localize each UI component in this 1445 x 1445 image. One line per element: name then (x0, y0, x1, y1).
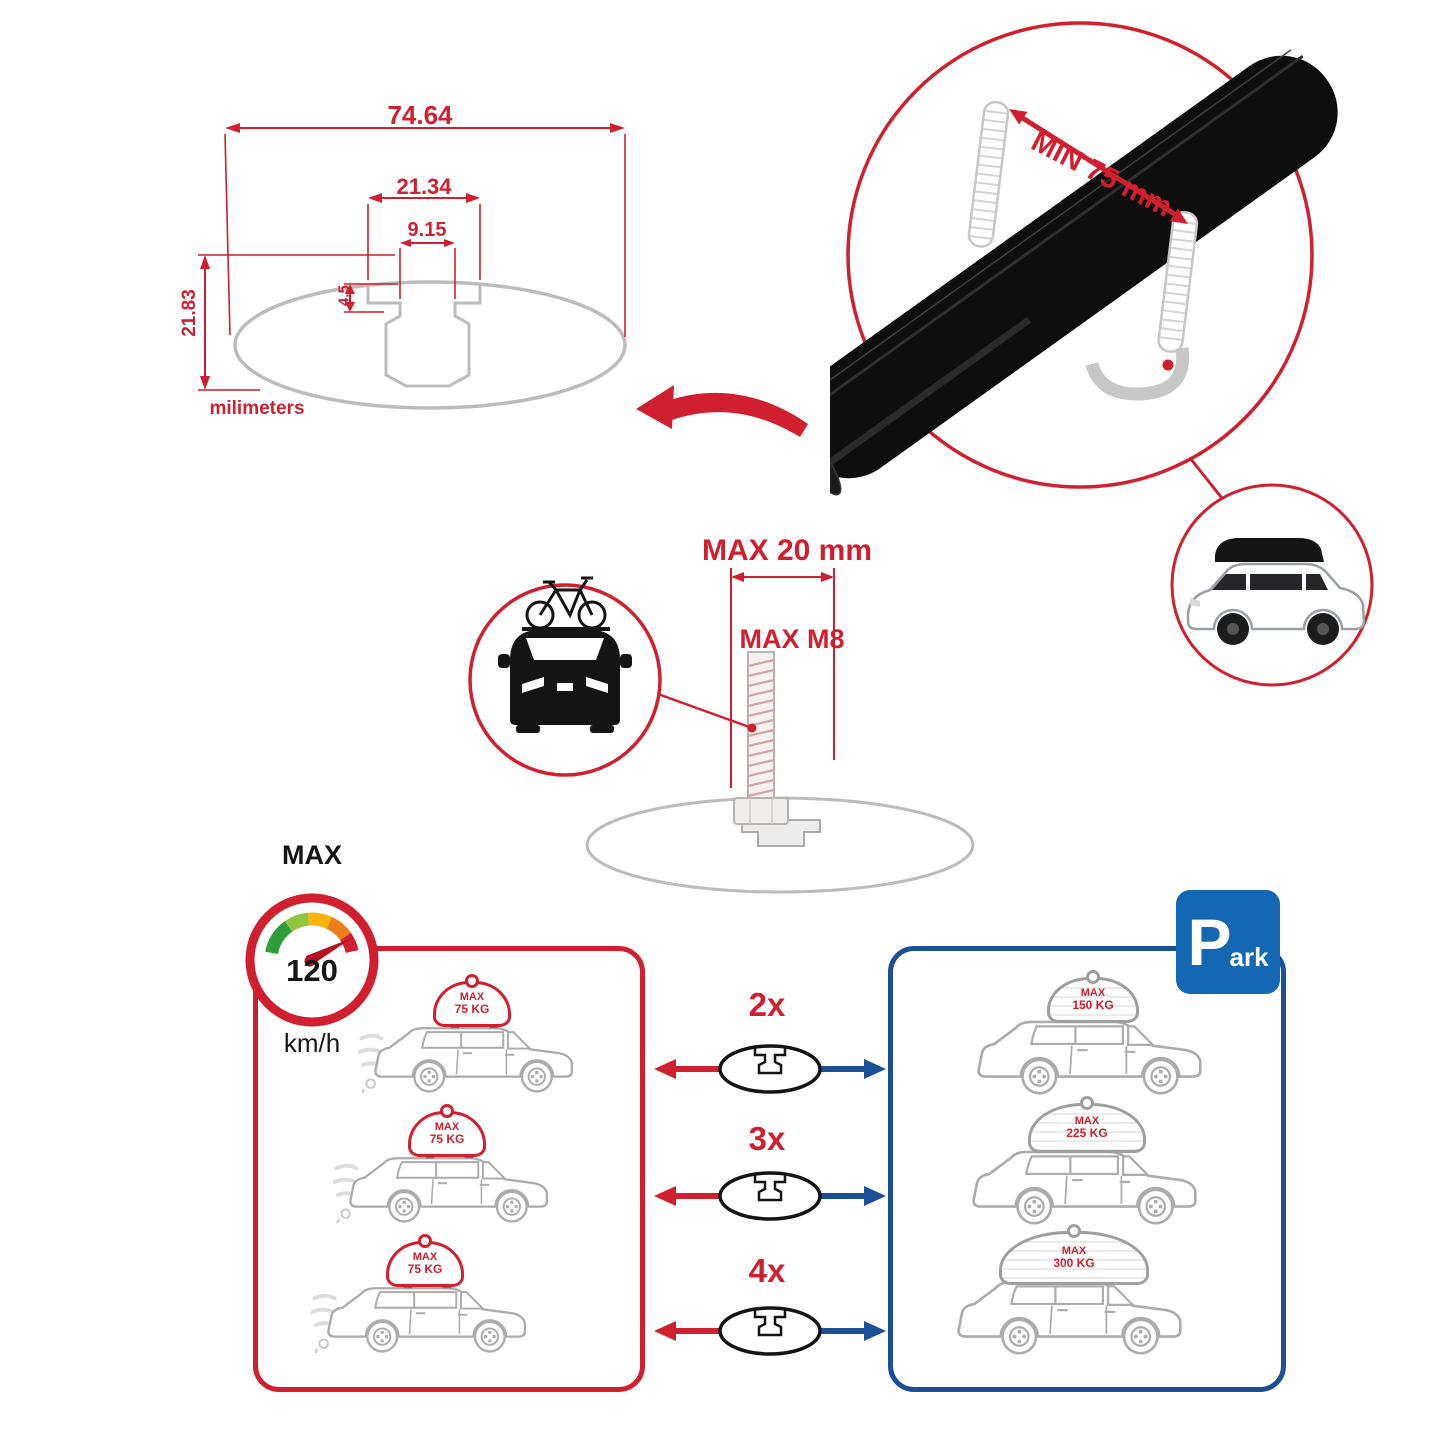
cargo-hook-icon (1067, 1224, 1081, 1238)
roof-cargo: MAX 225 KG (1028, 1096, 1146, 1153)
clamp-point-dot (1162, 359, 1174, 371)
multiplier-row-4x (654, 1306, 886, 1356)
cargo-weight-label: 300 KG (1053, 1256, 1095, 1271)
multiplier-count-3x: 3x (748, 1120, 786, 1157)
cargo-max-label: MAX (459, 990, 485, 1003)
speed-max-label: MAX (282, 840, 342, 870)
bolt-leader-line (657, 692, 753, 730)
parked-car-1: MAX 150 KG (955, 970, 1245, 1096)
cargo-max-label: MAX (434, 1120, 460, 1133)
multiplier-row-3x (654, 1171, 886, 1221)
multiplier-count-4x: 4x (748, 1252, 786, 1289)
clamp-detail-circle (830, 21, 1338, 503)
technical-drawing (198, 123, 627, 410)
crossbar-3d (830, 49, 1338, 496)
crossbar-section-icon (718, 1044, 822, 1094)
speed-value: 120 (286, 953, 338, 988)
crossbar-section-icon (718, 1171, 822, 1221)
profile-cross-section (233, 280, 627, 410)
suv-with-roofbox-icon (1186, 538, 1366, 645)
dimension-lines (198, 123, 626, 391)
cargo-max-label: MAX (1074, 1114, 1100, 1127)
cargo-hook-icon (418, 1234, 432, 1248)
dim-width-total-label: 74.64 (387, 100, 453, 130)
driving-car-2: MAX 75 KG (328, 1103, 588, 1228)
roof-cargo: MAX 300 KG (999, 1224, 1149, 1285)
profile-channel-right (427, 284, 482, 388)
dim-lip-depth-label: 4.5 (335, 285, 353, 306)
cargo-weight-label: 150 KG (1072, 998, 1114, 1013)
speedometer-gauge (245, 893, 379, 1027)
bolt-detail-section (468, 568, 975, 894)
min-width-arrow (1009, 109, 1188, 224)
cargo-max-label: MAX (412, 1250, 438, 1263)
driving-car-1: MAX 75 KG (353, 973, 613, 1098)
pointer-arrow-icon (636, 385, 808, 437)
cargo-hook-icon (1080, 1096, 1094, 1110)
units-label: milimeters (209, 398, 305, 419)
park-sign-suffix: ark (1229, 941, 1269, 972)
t-slot-nut (741, 819, 821, 847)
park-sign: P ark (1176, 890, 1280, 994)
dim-slot-width-label: 9.15 (407, 219, 447, 241)
cargo-hook-icon (465, 974, 479, 988)
speedometer-icon (240, 888, 385, 1033)
u-bolt-loop (1085, 347, 1190, 401)
speed-units: km/h (283, 1028, 341, 1058)
roof-cargo: MAX 150 KG (1047, 970, 1139, 1023)
cargo-max-label: MAX (1061, 1244, 1087, 1257)
roofbox-car-circle (1170, 483, 1374, 687)
profile-channel-left (366, 284, 427, 388)
cargo-weight-label: 225 KG (1066, 1126, 1108, 1141)
mounting-bolt (733, 651, 789, 825)
parked-panel: MAX 150 KG MAX 225 KG MAX 300 KG (888, 946, 1286, 1392)
bolt-leader-dot (747, 723, 757, 733)
max-length-label: MAX 20 mm (701, 534, 873, 567)
dim-channel-width-label: 21.34 (396, 174, 452, 199)
roof-cargo: MAX 75 KG (433, 974, 511, 1027)
u-bolt-front-rod (1157, 211, 1199, 353)
cargo-weight-label: 75 KG (454, 1002, 490, 1017)
driving-panel: MAX 75 KG MAX 75 KG MAX 75 KG (253, 946, 645, 1392)
multiplier-count-2x: 2x (748, 986, 786, 1023)
parked-car-3: MAX 300 KG (935, 1224, 1225, 1356)
roof-cargo: MAX 75 KG (386, 1234, 464, 1287)
bolt-dimension-lines (730, 568, 835, 788)
parked-car-2: MAX 225 KG (950, 1096, 1240, 1226)
multiplier-row-2x (654, 1044, 886, 1094)
cargo-weight-label: 75 KG (429, 1132, 465, 1147)
connector-line (1188, 457, 1227, 503)
park-sign-letter: P (1187, 905, 1232, 979)
thread-label: MAX M8 (739, 624, 845, 654)
driving-car-3: MAX 75 KG (306, 1233, 566, 1358)
cargo-hook-icon (1086, 970, 1100, 984)
dim-height-total-label: 21.83 (179, 289, 200, 337)
crossbar-section-icon (718, 1306, 822, 1356)
u-bolt-rear-rod (967, 100, 1010, 248)
car-front-with-bike-icon (498, 576, 632, 733)
cargo-hook-icon (440, 1104, 454, 1118)
cargo-weight-label: 75 KG (407, 1262, 443, 1277)
roof-cargo: MAX 75 KG (408, 1104, 486, 1157)
cargo-max-label: MAX (1080, 986, 1106, 999)
